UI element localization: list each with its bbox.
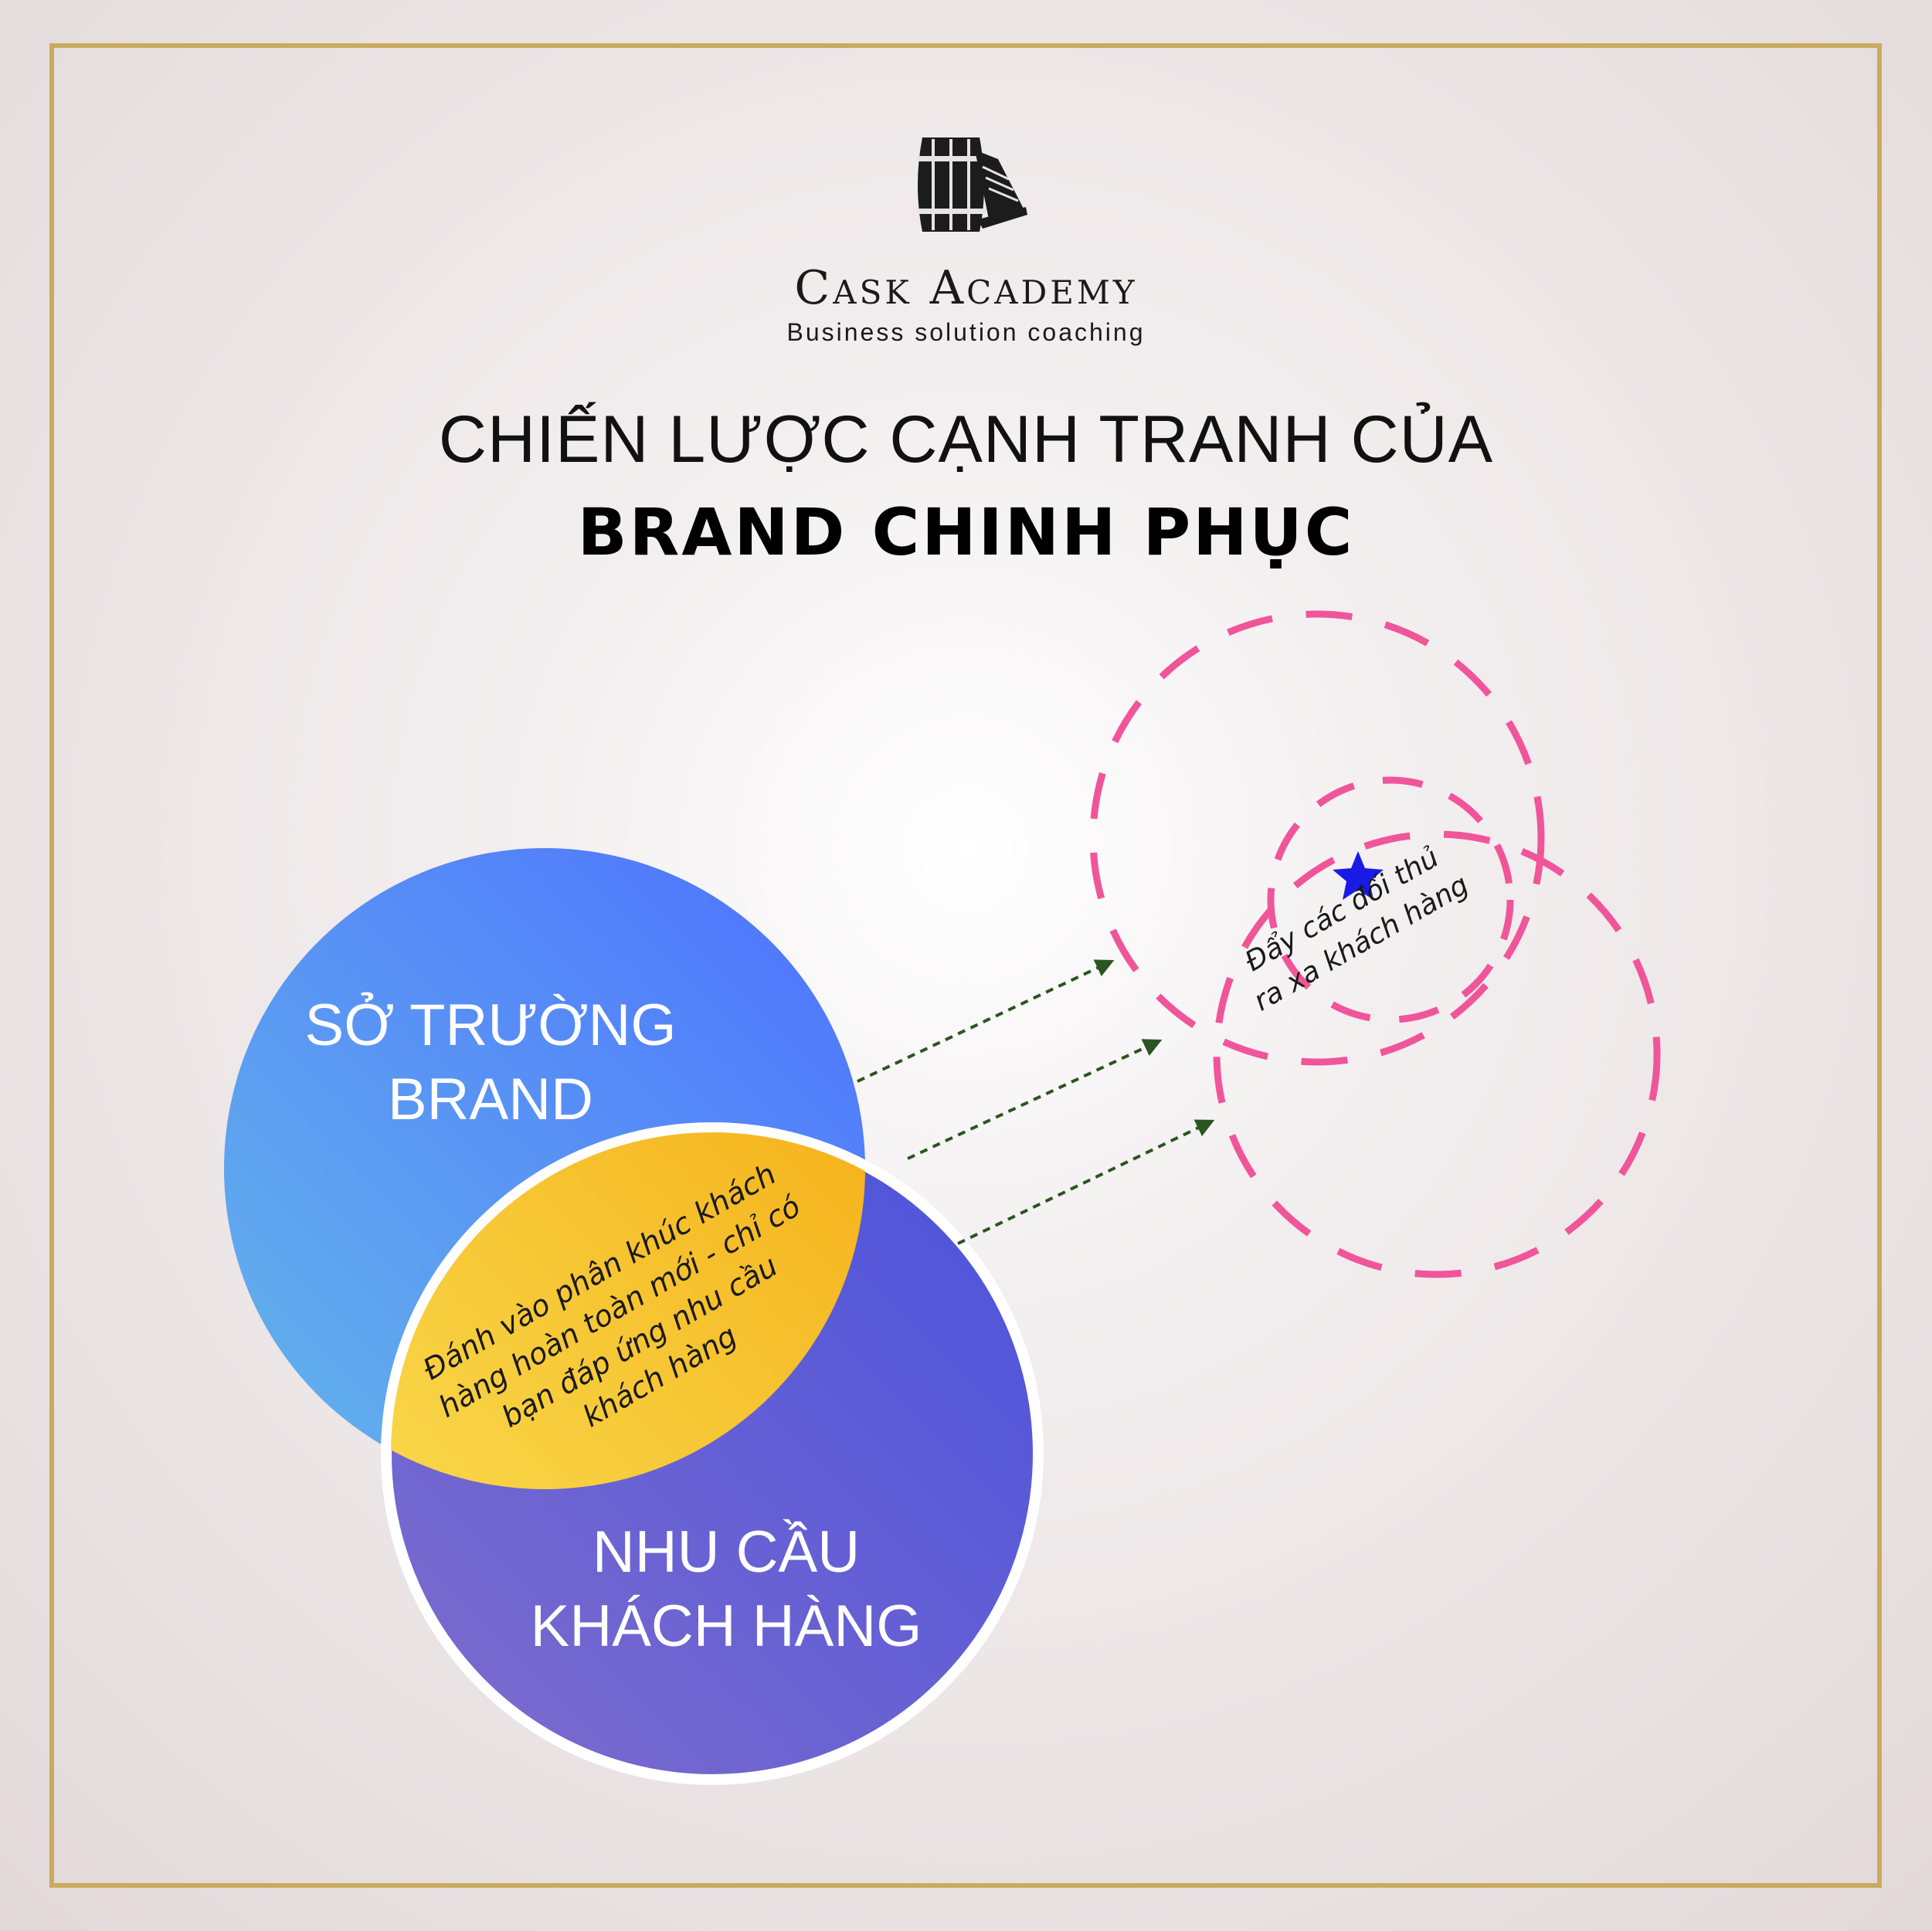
- title-line-1: CHIẾN LƯỢC CẠNH TRANH CỦA: [438, 402, 1494, 477]
- brand-tagline: Business solution coaching: [786, 318, 1146, 346]
- brand-name: Cask Academy: [794, 261, 1138, 315]
- title-line-2: BRAND CHINH PHỤC: [577, 494, 1355, 570]
- barrel-book-icon: [918, 137, 1027, 232]
- arrow-2: [907, 1039, 1163, 1160]
- circle-customer-needs-label: NHU CẦU KHÁCH HÀNG: [487, 1515, 966, 1664]
- arrow-1: [857, 959, 1115, 1083]
- dashed-circle-large-bottom: [1213, 830, 1661, 1278]
- label-line: NHU CẦU: [592, 1519, 861, 1585]
- label-line: KHÁCH HÀNG: [530, 1593, 922, 1659]
- gold-frame: [49, 43, 1882, 1888]
- arrow-3: [957, 1119, 1215, 1245]
- label-line: SỞ TRƯỜNG: [304, 993, 677, 1058]
- dashed-circle-small: [1267, 776, 1514, 1023]
- star-icon: [1333, 851, 1384, 900]
- circle-brand-strength-label: SỞ TRƯỜNG BRAND: [286, 989, 695, 1137]
- label-line: BRAND: [387, 1067, 594, 1132]
- dashed-circle-large-top: [1089, 610, 1545, 1066]
